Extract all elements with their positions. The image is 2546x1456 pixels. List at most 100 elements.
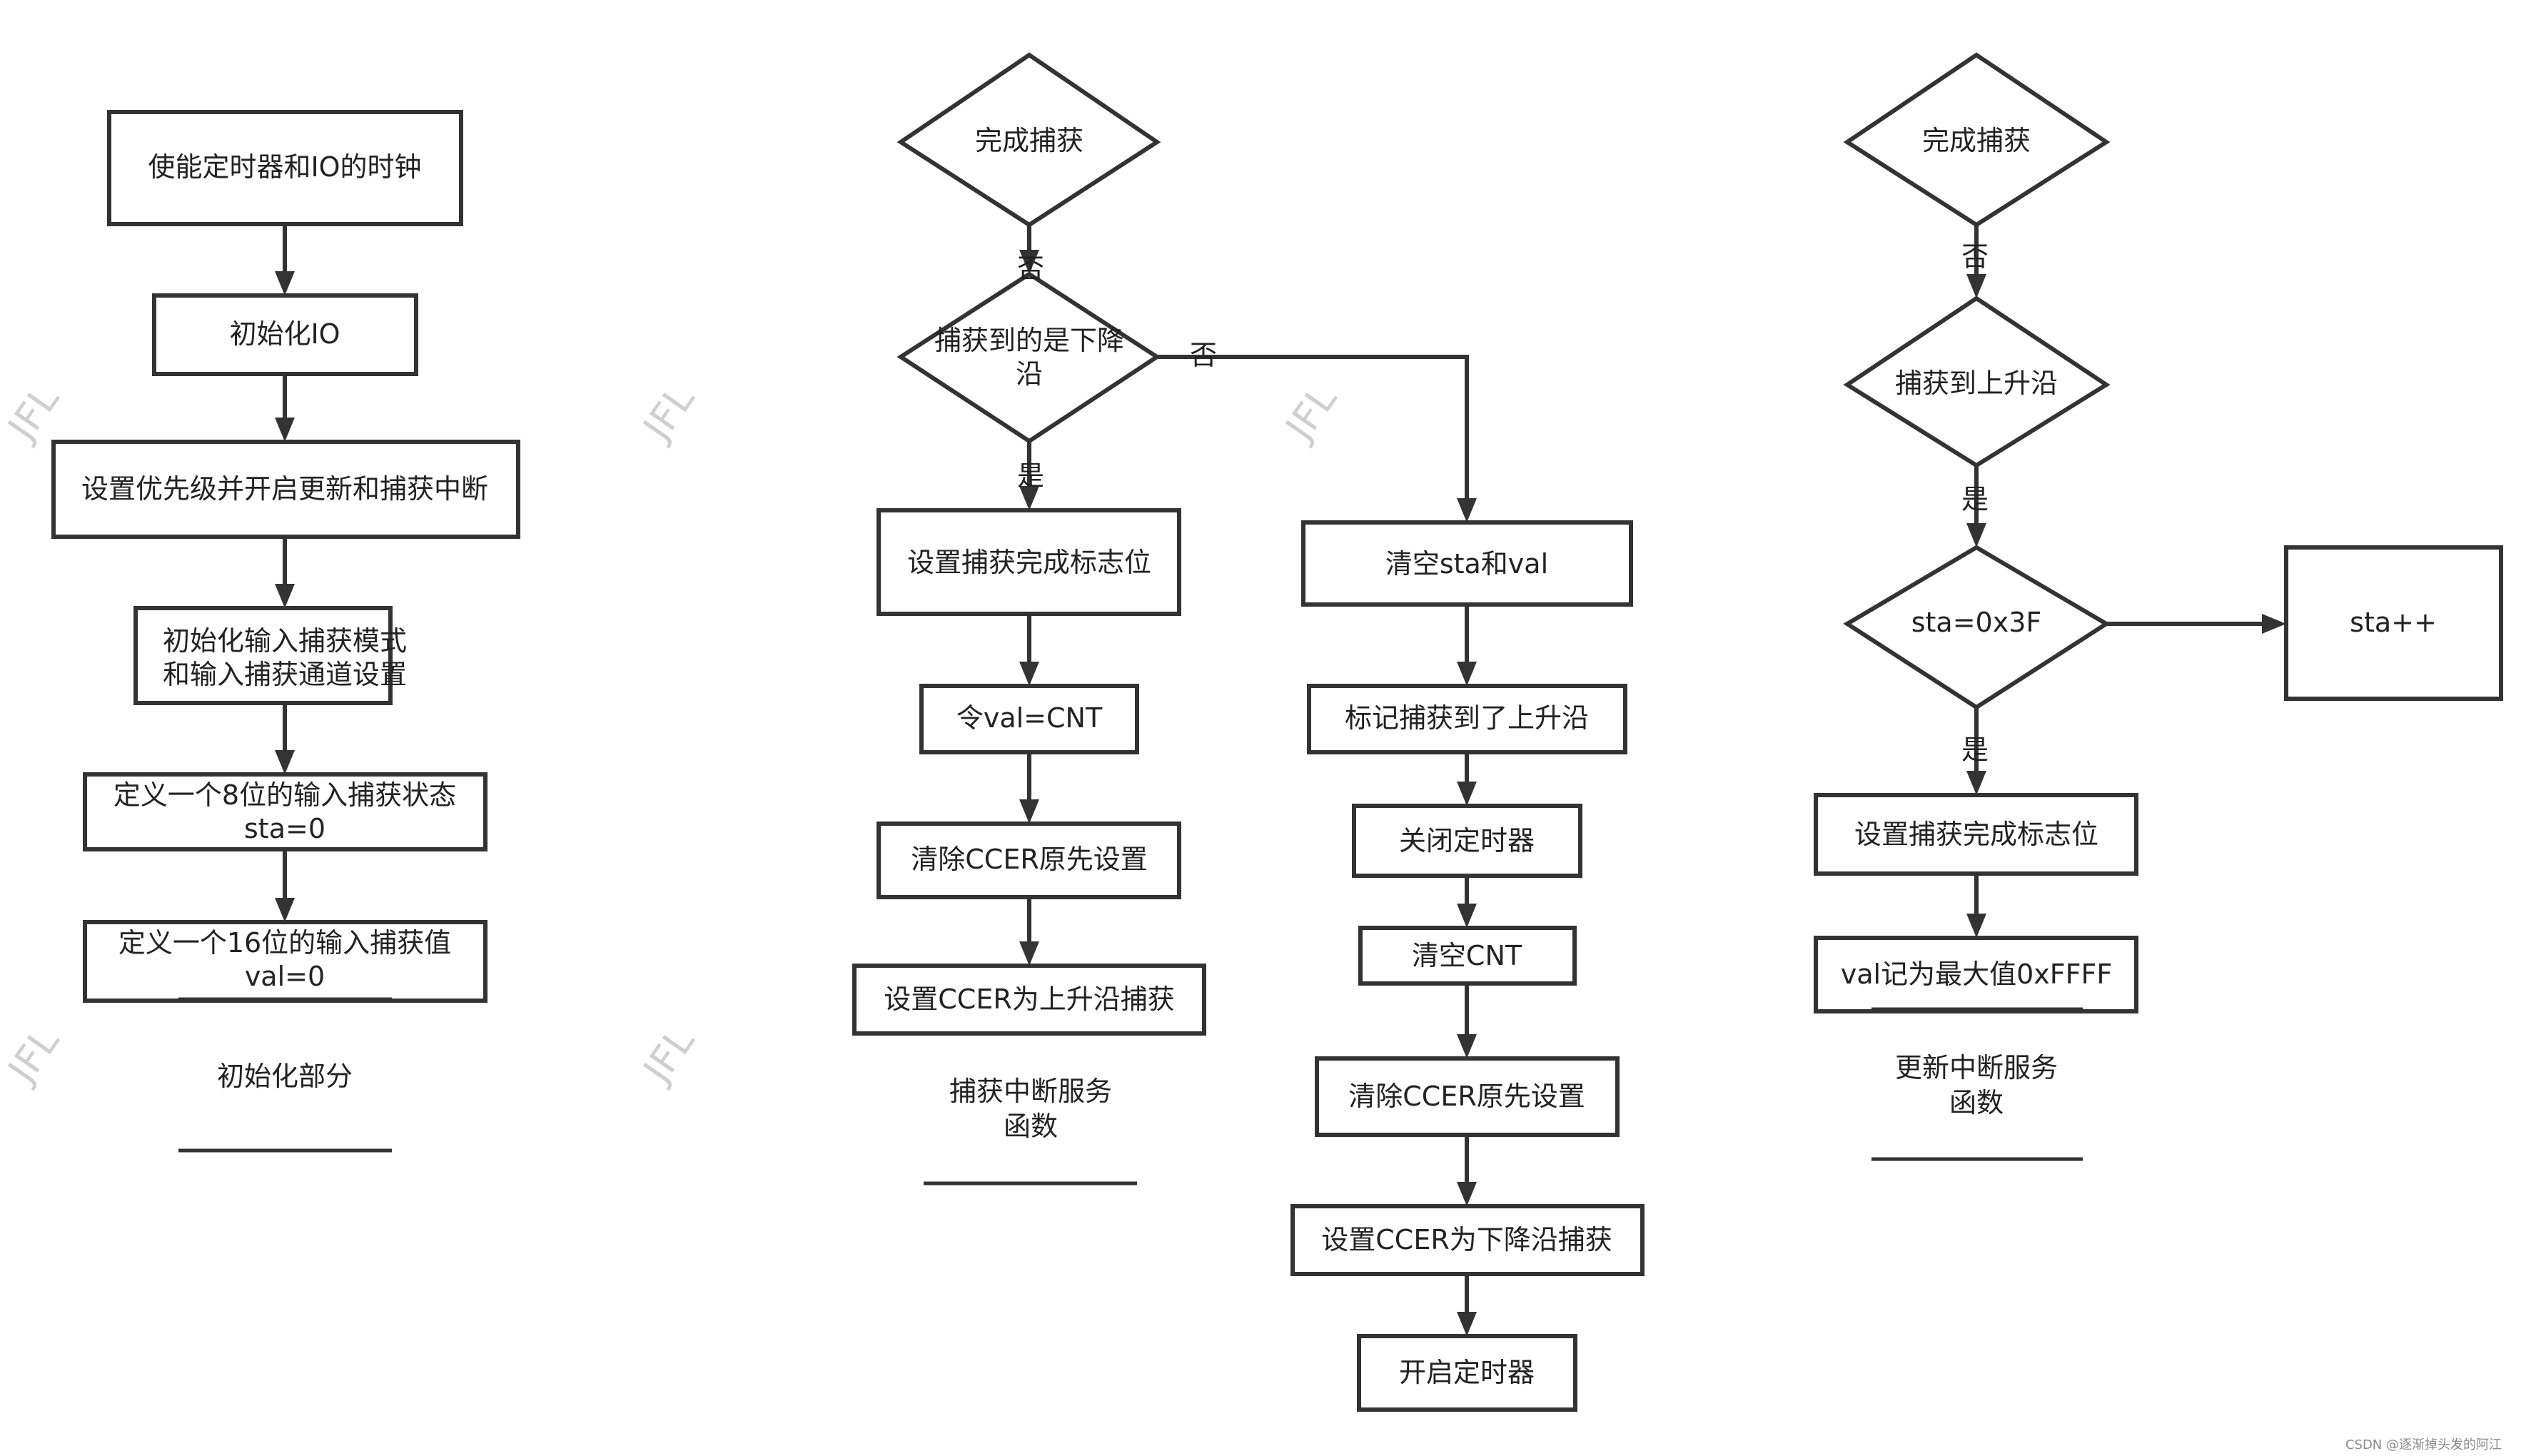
capture-step-ccer-falling-label: 设置CCER为下降沿捕获	[1321, 1224, 1612, 1255]
watermark-text: JFL	[633, 1019, 703, 1092]
update-edge-u3-u5-arrowhead	[1966, 771, 1986, 795]
update-step-val-max[interactable]: val记为最大值0xFFFF	[1814, 936, 2138, 1013]
capture-edge-b5-b6	[1457, 1135, 1477, 1206]
capture-step-set-complete-flag[interactable]: 设置捕获完成标志位	[877, 508, 1181, 616]
update-edge-u2-u3	[1966, 465, 1986, 547]
capture-step-stop-timer[interactable]: 关闭定时器	[1352, 804, 1582, 878]
update-edge-u3-u5	[1966, 707, 1986, 795]
footer-credit: CSDN @逐渐掉头发的阿江	[2345, 1437, 2502, 1452]
capture-edge-a1-a2-arrowhead	[1019, 662, 1039, 686]
capture-edge-b6-b7-arrowhead	[1457, 1312, 1477, 1336]
init-step-define-sta-label: 定义一个8位的输入捕获状态	[113, 779, 456, 811]
init-step-init-io-label: 初始化IO	[229, 318, 340, 350]
watermark-text: JFL	[633, 377, 703, 450]
capture-step-ccer-rising[interactable]: 设置CCER为上升沿捕获	[852, 964, 1206, 1036]
init-caption: 初始化部分	[178, 997, 392, 1153]
init-edge-3-arrowhead	[275, 584, 295, 608]
capture-edge-b4-b5	[1457, 984, 1477, 1058]
update-caption-line-1: 更新中断服务	[1895, 1052, 2058, 1083]
init-step-capture-mode[interactable]: 初始化输入捕获模式 和输入捕获通道设置	[133, 606, 407, 705]
capture-edge-a2-a3-arrowhead	[1019, 799, 1039, 824]
init-step-priority-interrupts-label: 设置优先级并开启更新和捕获中断	[81, 473, 488, 505]
capture-decision-falling-edge[interactable]: 捕获到的是下降 沿	[896, 271, 1161, 444]
watermark-text: JFL	[0, 377, 68, 450]
capture-edge-a3-a4	[1019, 897, 1039, 966]
update-label-u3-u5-yes: 是	[1961, 734, 1989, 766]
init-step-define-sta[interactable]: 定义一个8位的输入捕获状态 sta=0	[83, 772, 488, 851]
update-edge-u5-u6	[1966, 874, 1986, 938]
init-caption-text: 初始化部分	[217, 1061, 353, 1092]
capture-edge-d1-d2-arrowhead	[1019, 250, 1039, 274]
capture-edge-d1-d2	[1019, 225, 1039, 274]
capture-step-clear-ccer-b[interactable]: 清除CCER原先设置	[1315, 1056, 1620, 1137]
init-step-capture-mode-label-2: 和输入捕获通道设置	[163, 659, 407, 690]
update-decision-complete[interactable]: 完成捕获	[1843, 52, 2111, 228]
capture-edge-b3-b4-arrowhead	[1457, 904, 1477, 928]
init-edge-4	[275, 703, 295, 774]
update-label-u1-u2-no: 否	[1961, 241, 1989, 273]
init-edge-4-arrowhead	[275, 750, 295, 774]
watermark-text: JFL	[1275, 377, 1345, 450]
watermark-text: JFL	[0, 1019, 68, 1092]
capture-step-set-complete-flag-label: 设置捕获完成标志位	[907, 547, 1151, 578]
init-step-define-sta-label-2: sta=0	[244, 813, 325, 844]
init-edge-2	[275, 374, 295, 442]
capture-step-clear-cnt-label: 清空CNT	[1412, 940, 1522, 971]
capture-edge-d2-b1	[1157, 355, 1477, 522]
capture-step-clear-ccer-a-label: 清除CCER原先设置	[911, 844, 1147, 875]
capture-label-d2-a1-yes: 是	[1017, 460, 1044, 492]
capture-step-ccer-falling[interactable]: 设置CCER为下降沿捕获	[1290, 1204, 1645, 1276]
init-edge-1-arrowhead	[275, 271, 295, 295]
capture-step-val-cnt[interactable]: 令val=CNT	[919, 684, 1139, 754]
capture-edge-b3-b4	[1457, 876, 1477, 928]
capture-edge-d2-a1	[1019, 441, 1039, 510]
capture-step-clear-sta-val-label: 清空sta和val	[1385, 548, 1548, 580]
init-edge-3	[275, 537, 295, 608]
update-decision-sta-3f-label: sta=0x3F	[1911, 607, 2042, 638]
capture-step-ccer-rising-label: 设置CCER为上升沿捕获	[884, 984, 1174, 1015]
update-caption: 更新中断服务 函数	[1871, 1007, 2083, 1161]
update-caption-line-2: 函数	[1949, 1087, 2004, 1118]
capture-edge-b2-b3-arrowhead	[1457, 782, 1477, 806]
update-step-sta-increment-label: sta++	[2350, 607, 2437, 638]
capture-edge-b1-b2	[1457, 605, 1477, 686]
capture-caption-line-1: 捕获中断服务	[949, 1076, 1112, 1107]
init-edge-2-arrowhead	[275, 418, 295, 442]
init-step-enable-clock[interactable]: 使能定时器和IO的时钟	[107, 110, 463, 226]
update-step-val-max-label: val记为最大值0xFFFF	[1841, 959, 2112, 990]
capture-column: 完成捕获 捕获到的是下降 沿 设置捕获完成标志位 令val=CNT 清除CCER…	[852, 52, 1645, 1412]
capture-edge-d2-b1-line	[1157, 355, 1469, 501]
capture-decision-falling-edge-label: 捕获到的是下降	[934, 325, 1124, 356]
capture-edge-a3-a4-arrowhead	[1019, 941, 1039, 966]
update-decision-rising-edge[interactable]: 捕获到上升沿	[1843, 295, 2111, 468]
capture-edge-d2-a1-arrowhead	[1019, 486, 1039, 510]
update-step-set-complete-flag-label: 设置捕获完成标志位	[1854, 819, 2098, 850]
update-label-u2-u3-yes: 是	[1961, 484, 1989, 515]
capture-edge-d2-b1-arrowhead	[1457, 498, 1477, 522]
capture-edge-a2-a3	[1019, 752, 1039, 824]
update-decision-sta-3f[interactable]: sta=0x3F	[1843, 545, 2111, 710]
capture-step-clear-cnt[interactable]: 清空CNT	[1358, 926, 1577, 986]
capture-step-clear-sta-val[interactable]: 清空sta和val	[1301, 520, 1633, 607]
init-step-priority-interrupts[interactable]: 设置优先级并开启更新和捕获中断	[51, 440, 520, 539]
init-edge-5	[275, 849, 295, 922]
update-step-sta-increment[interactable]: sta++	[2284, 545, 2503, 701]
update-step-set-complete-flag[interactable]: 设置捕获完成标志位	[1814, 793, 2138, 876]
init-step-define-val[interactable]: 定义一个16位的输入捕获值 val=0	[83, 920, 488, 1003]
update-edge-u3-u4-arrowhead	[2262, 614, 2286, 634]
capture-caption: 捕获中断服务 函数	[924, 1076, 1137, 1185]
init-edge-5-arrowhead	[275, 898, 295, 922]
capture-step-stop-timer-label: 关闭定时器	[1399, 825, 1535, 856]
capture-decision-complete[interactable]: 完成捕获	[896, 52, 1161, 228]
capture-step-clear-ccer-a[interactable]: 清除CCER原先设置	[877, 821, 1181, 899]
init-step-init-io[interactable]: 初始化IO	[152, 293, 418, 376]
capture-label-d1-d2-no: 否	[1017, 253, 1044, 285]
update-edge-u3-u4	[2106, 614, 2286, 634]
capture-label-d2-b1-no: 否	[1190, 340, 1217, 371]
capture-step-mark-rising[interactable]: 标记捕获到了上升沿	[1307, 684, 1627, 754]
capture-edge-a1-a2	[1019, 614, 1039, 686]
update-edge-u5-u6-arrowhead	[1966, 914, 1986, 938]
capture-edge-b4-b5-arrowhead	[1457, 1034, 1477, 1058]
capture-step-start-timer[interactable]: 开启定时器	[1357, 1334, 1577, 1412]
